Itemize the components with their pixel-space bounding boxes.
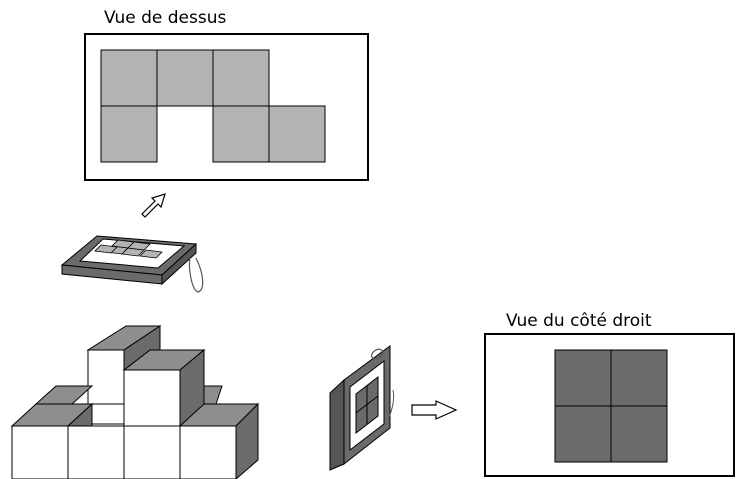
top-view-square-r1-c0	[100, 105, 158, 163]
top-view-square-r0-c0	[100, 49, 158, 107]
top-view-square-r0-c2	[212, 49, 270, 107]
top-view-square-r1-c2	[212, 105, 270, 163]
right-view-square-r0-c1	[610, 349, 668, 407]
vertical-tablet	[329, 345, 395, 471]
right-view-square-r1-c0	[554, 405, 612, 463]
right-view-grid	[554, 349, 668, 463]
up-arrow-icon	[141, 193, 166, 218]
top-view-square-r0-c1	[156, 49, 214, 107]
top-view-grid	[100, 49, 326, 163]
right-arrow-icon	[411, 400, 458, 420]
top-view-label: Vue de dessus	[104, 8, 227, 28]
top-view-square-r1-c3	[268, 105, 326, 163]
right-view-square-r0-c0	[554, 349, 612, 407]
cube-pile	[10, 325, 260, 479]
right-view-label: Vue du côté droit	[506, 311, 652, 331]
right-view-square-r1-c1	[610, 405, 668, 463]
horizontal-tablet	[60, 235, 204, 293]
